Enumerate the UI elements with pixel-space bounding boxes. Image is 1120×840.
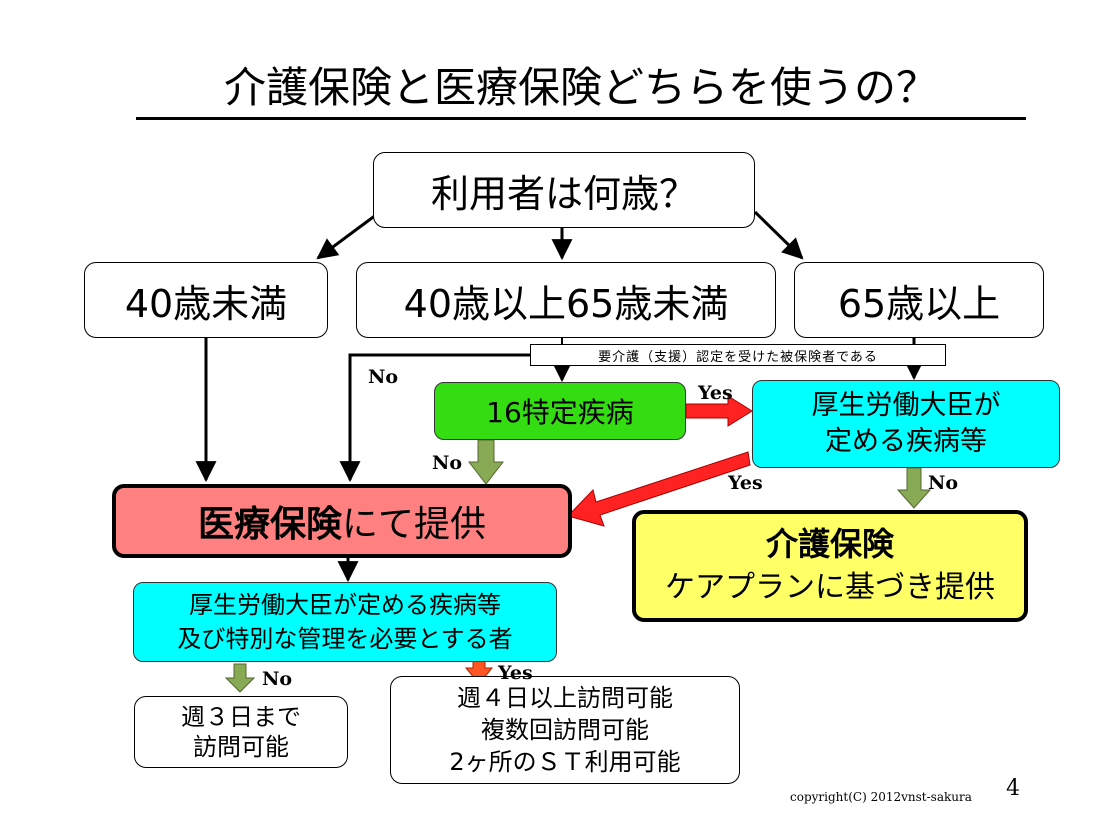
medical-insurance-strong: 医療保険 — [197, 504, 342, 545]
certification-note: 要介護（支援）認定を受けた被保険者である — [530, 344, 946, 366]
age-40-65-box: 40歳以上65歳未満 — [356, 262, 776, 338]
result-no-line1: 週３日まで — [181, 703, 301, 731]
result-no-line2: 訪問可能 — [193, 733, 289, 761]
age-over65-box: 65歳以上 — [794, 262, 1044, 338]
label-yes-special: Yes — [498, 662, 533, 684]
arrow-minister-yes — [567, 451, 751, 527]
care-insurance-subtitle: ケアプランに基づき提供 — [665, 570, 995, 605]
arrow-no-medical — [339, 353, 530, 483]
care-insurance-box: 介護保険 ケアプランに基づき提供 — [632, 510, 1028, 622]
medical-insurance-text: 医療保険にて提供 — [198, 495, 486, 547]
care-insurance-title: 介護保険 — [765, 525, 894, 563]
age-under40-box: 40歳未満 — [84, 262, 328, 338]
page-number: 4 — [1006, 776, 1020, 801]
specific-disease-box: 16特定疾病 — [434, 382, 686, 440]
minister-disease-line1: 厚生労働大臣が — [811, 390, 1001, 421]
arrow-green-no — [467, 439, 505, 485]
arrow-green-yes — [685, 395, 753, 427]
result-yes-line2: 複数回訪問可能 — [481, 716, 649, 744]
result-yes-line3: 2ヶ所のＳＴ利用可能 — [449, 748, 681, 776]
medical-insurance-box: 医療保険にて提供 — [112, 484, 572, 558]
result-yes-box: 週４日以上訪問可能 複数回訪問可能 2ヶ所のＳＴ利用可能 — [390, 676, 740, 784]
label-yes-specific: Yes — [698, 382, 733, 404]
minister-disease-line2: 定める疾病等 — [825, 426, 987, 457]
arrow-minister-no — [896, 467, 932, 509]
medical-insurance-rest: にて提供 — [342, 504, 487, 545]
special-management-box: 厚生労働大臣が定める疾病等 及び特別な管理を必要とする者 — [133, 582, 557, 662]
copyright-text: copyright(C) 2012vnst-sakura — [790, 790, 972, 804]
question-box: 利用者は何歳？ — [373, 152, 755, 228]
result-yes-line1: 週４日以上訪問可能 — [457, 684, 673, 712]
label-no-certification: No — [368, 366, 399, 388]
minister-disease-box: 厚生労働大臣が 定める疾病等 — [752, 380, 1060, 468]
result-no-box: 週３日まで 訪問可能 — [134, 696, 348, 768]
label-no-special: No — [262, 668, 293, 690]
arrow-q-over65 — [753, 210, 804, 260]
label-no-minister: No — [928, 472, 959, 494]
label-no-specific: No — [432, 452, 463, 474]
arrow-q-under40 — [316, 210, 381, 260]
slide-title: 介護保険と医療保険どちらを使うの？ — [136, 60, 1026, 120]
arrow-special-no — [224, 663, 256, 693]
special-management-line2: 及び特別な管理を必要とする者 — [177, 625, 513, 653]
label-yes-minister: Yes — [728, 472, 763, 494]
special-management-line1: 厚生労働大臣が定める疾病等 — [189, 591, 501, 619]
